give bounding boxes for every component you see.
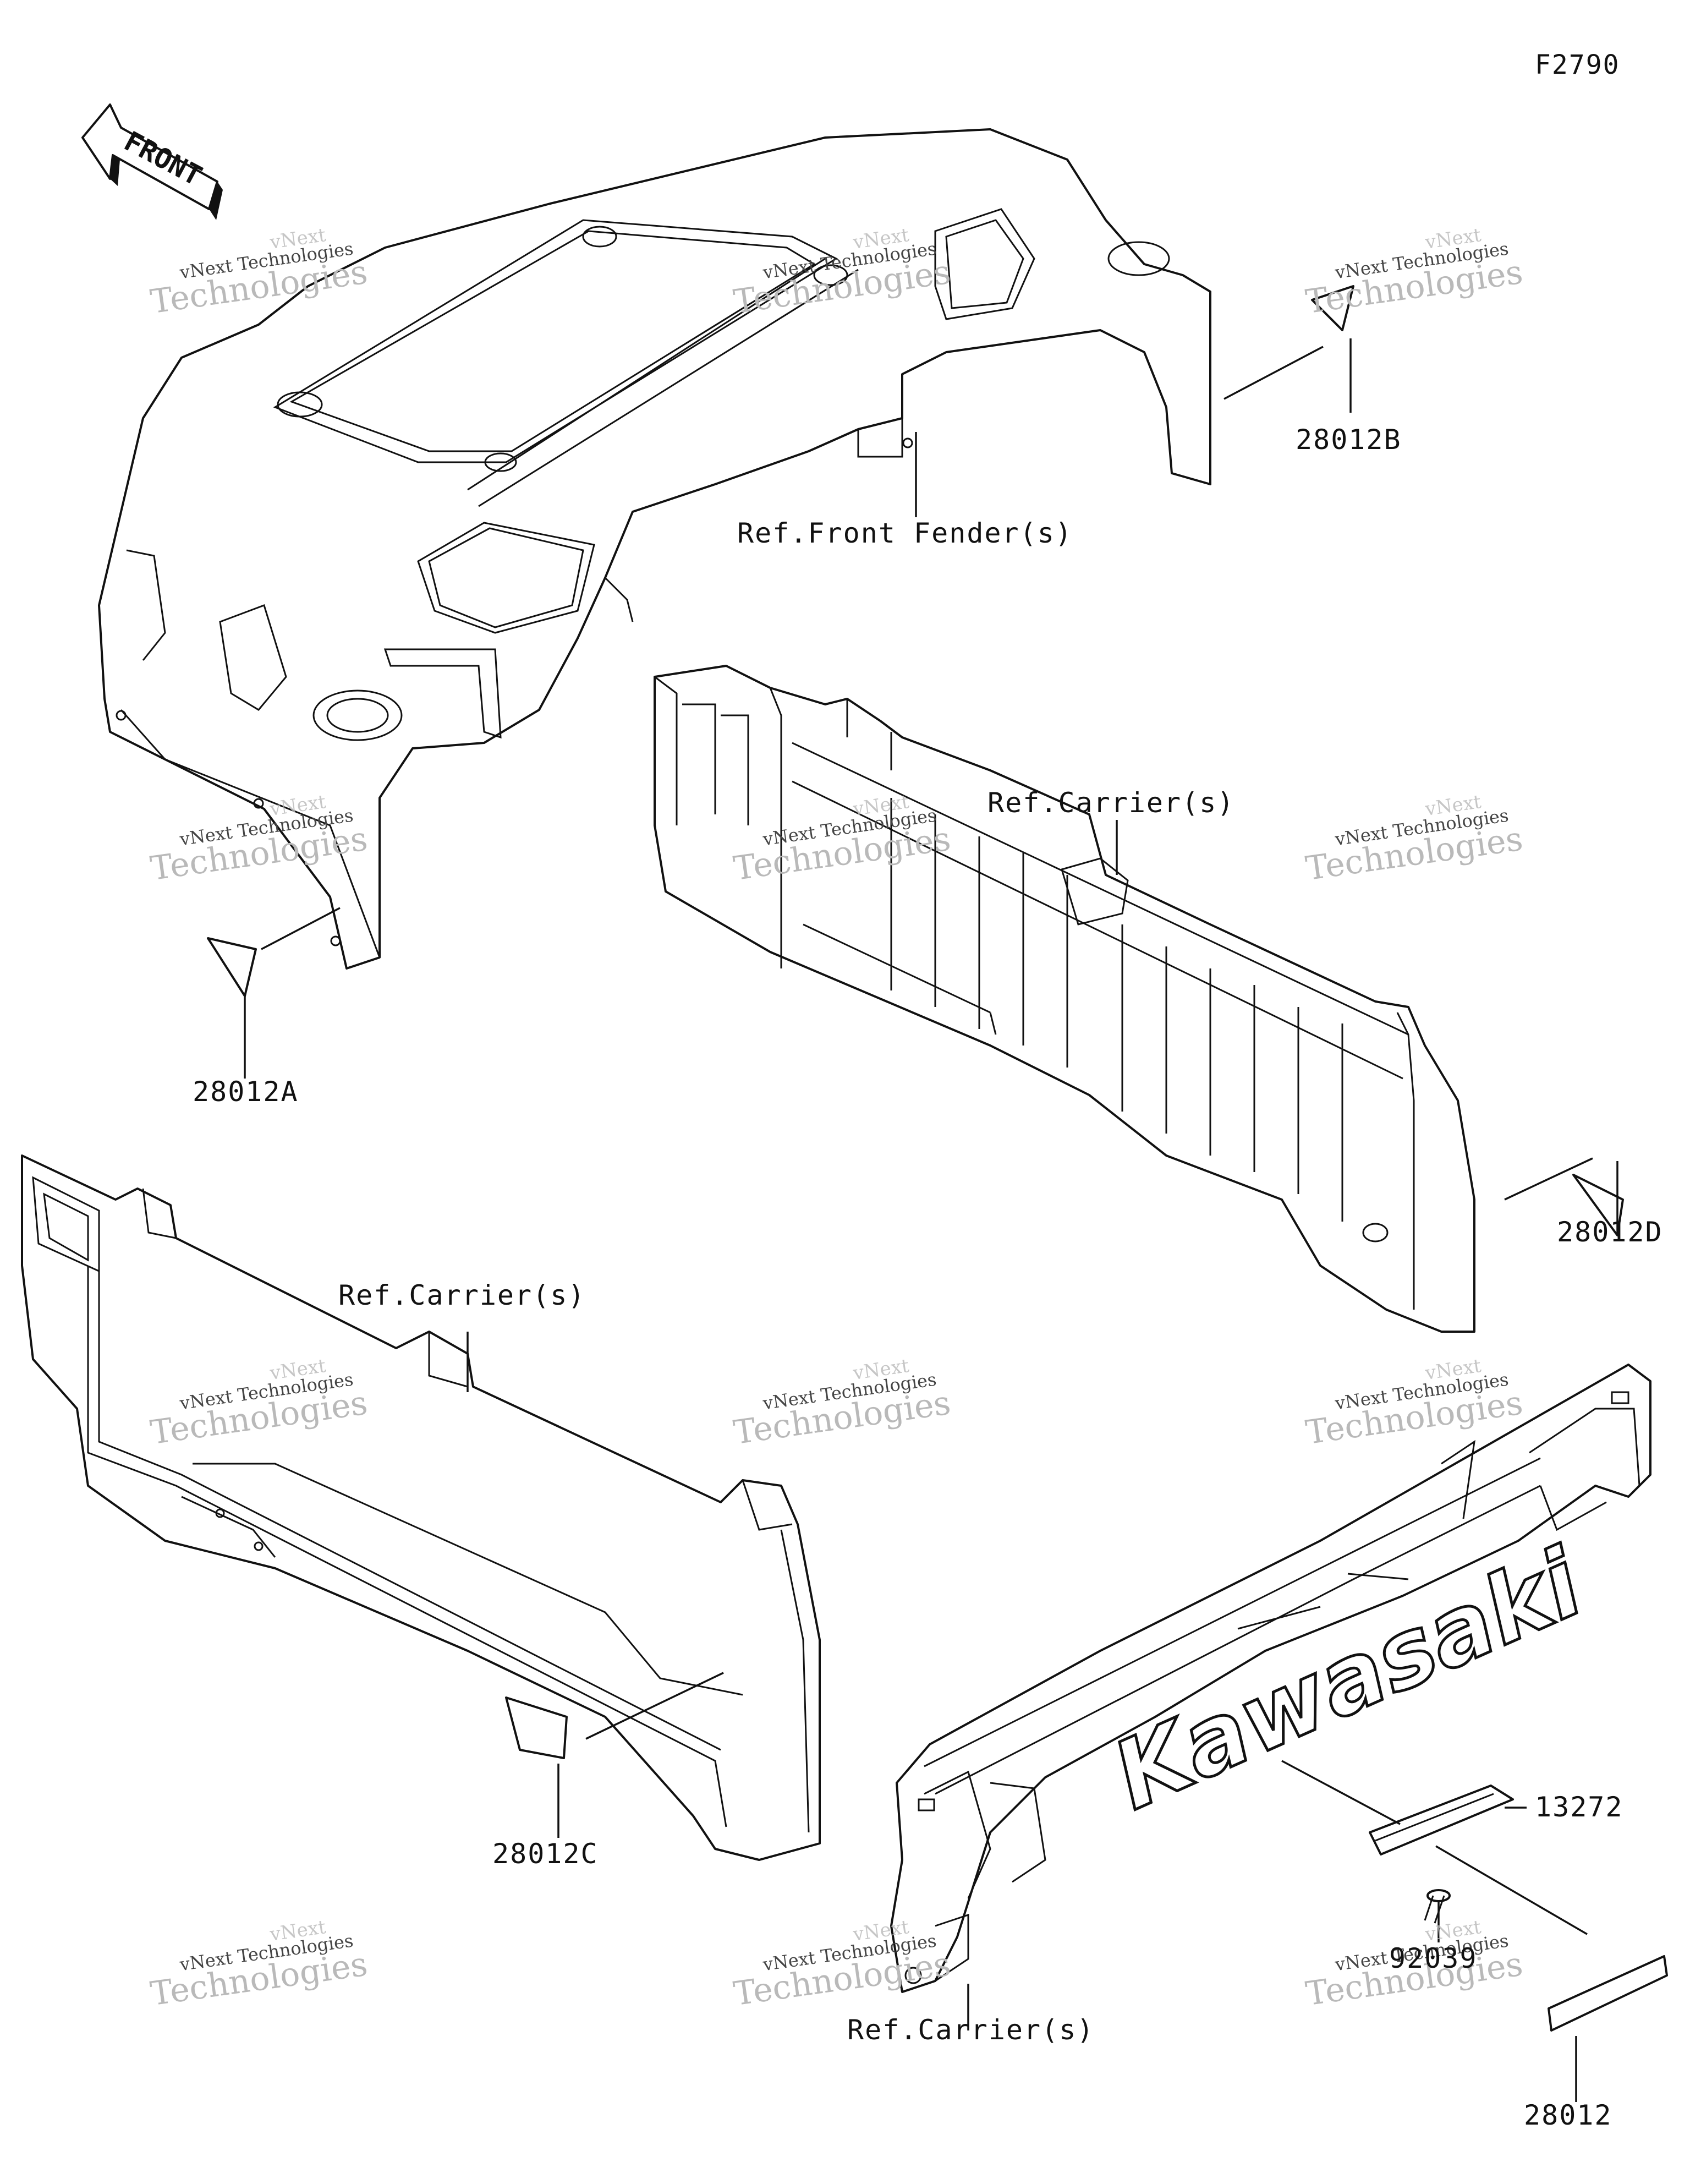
label-28012A-part bbox=[207, 937, 257, 997]
callout-ref-carrier-upper: Ref.Carrier(s) bbox=[987, 787, 1235, 819]
label-28012C-part bbox=[505, 1696, 568, 1759]
carrier-side-panel-lower-left bbox=[21, 1154, 821, 1861]
callout-28012: 28012 bbox=[1524, 2099, 1612, 2131]
leader-lines bbox=[244, 338, 1618, 2102]
figure-code: F2790 bbox=[1535, 50, 1620, 80]
carrier-side-panel-lower-right: Kawasaki bbox=[890, 1364, 1651, 1993]
callout-13272: 13272 bbox=[1535, 1791, 1623, 1823]
front-fender-part bbox=[98, 128, 1211, 970]
label-28012D-part bbox=[1572, 1174, 1624, 1236]
label-28012B-part bbox=[1311, 285, 1354, 331]
callout-ref-carrier-left: Ref.Carrier(s) bbox=[338, 1279, 586, 1311]
screw-92039-part bbox=[1424, 1889, 1451, 1924]
callout-28012A: 28012A bbox=[193, 1076, 299, 1108]
callout-28012C: 28012C bbox=[492, 1838, 599, 1870]
callout-ref-front-fender: Ref.Front Fender(s) bbox=[737, 517, 1073, 549]
callout-ref-carrier-right: Ref.Carrier(s) bbox=[847, 2014, 1095, 2046]
callout-28012B: 28012B bbox=[1296, 424, 1402, 456]
callout-28012D: 28012D bbox=[1557, 1216, 1663, 1248]
label-28012-part bbox=[1548, 1955, 1668, 2032]
emblem-13272-part bbox=[1369, 1785, 1514, 1855]
front-arrow-icon: FRONT bbox=[81, 103, 223, 220]
carrier-side-panel-upper bbox=[654, 665, 1475, 1333]
callout-92039: 92039 bbox=[1389, 1942, 1478, 1974]
